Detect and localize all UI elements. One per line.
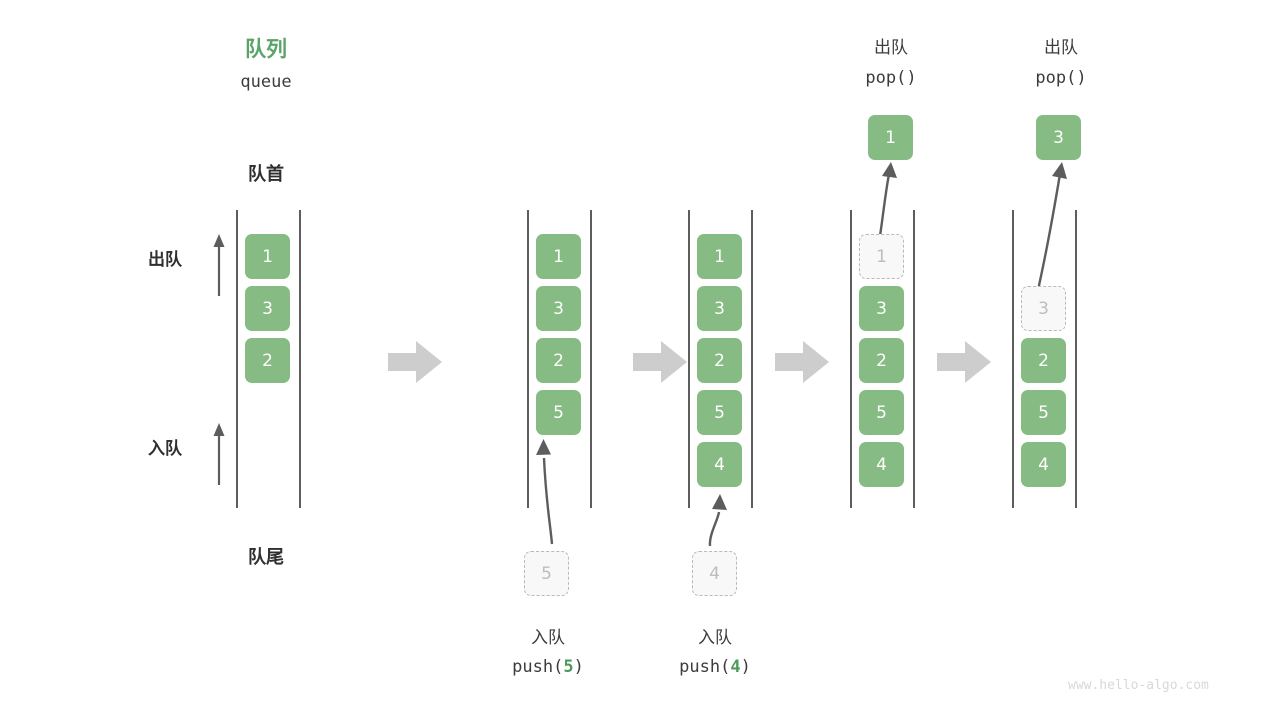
queue-element: 3 [245, 286, 290, 331]
push-ghost-element: 4 [692, 551, 737, 596]
dequeue-arrow-icon [213, 234, 225, 296]
enqueue-arrow-icon [213, 423, 225, 485]
popped-element: 1 [868, 115, 913, 160]
flow-arrow-icon [775, 341, 829, 383]
push-caption-prefix: push( [679, 657, 731, 677]
queue-element: 5 [697, 390, 742, 435]
flow-arrow-icon [633, 341, 687, 383]
pop-arrow-icon [878, 162, 897, 237]
watermark: www.hello-algo.com [1068, 678, 1209, 693]
queue-rear-label: 队尾 [248, 547, 284, 568]
push-caption-prefix: push( [512, 657, 564, 677]
push-caption-code: push(4) [645, 657, 785, 677]
push-caption-suffix: ) [740, 657, 751, 677]
pop-title-code: pop() [865, 68, 917, 88]
pop-title-cn: 出队 [874, 38, 908, 58]
queue-rail-right [1075, 210, 1077, 508]
pop-ghost-element: 1 [859, 234, 904, 279]
flow-arrow-icon [937, 341, 991, 383]
queue-element: 2 [859, 338, 904, 383]
queue-element: 1 [245, 234, 290, 279]
push-caption-cn: 入队 [698, 628, 732, 648]
pop-arrow-icon [1036, 162, 1067, 291]
push-caption-cn: 入队 [531, 628, 565, 648]
push-caption-suffix: ) [573, 657, 584, 677]
push-caption-code: push(5) [478, 657, 618, 677]
queue-rail-left [527, 210, 529, 508]
queue-rail-left [1012, 210, 1014, 508]
queue-element: 1 [697, 234, 742, 279]
queue-element: 5 [1021, 390, 1066, 435]
push-arrow-icon [708, 494, 727, 547]
push-caption-value: 5 [563, 657, 574, 677]
queue-rail-right [299, 210, 301, 508]
enqueue-label: 入队 [148, 439, 182, 459]
queue-title-cn: 队列 [245, 37, 287, 61]
flow-arrow-icon [388, 341, 442, 383]
queue-rail-right [913, 210, 915, 508]
push-arrow-icon [536, 439, 554, 545]
pop-ghost-element: 3 [1021, 286, 1066, 331]
queue-rail-right [590, 210, 592, 508]
queue-element: 2 [1021, 338, 1066, 383]
queue-rail-left [688, 210, 690, 508]
queue-rail-right [751, 210, 753, 508]
pop-title-cn: 出队 [1044, 38, 1078, 58]
queue-element: 1 [536, 234, 581, 279]
queue-front-label: 队首 [248, 164, 284, 185]
queue-element: 3 [536, 286, 581, 331]
queue-element: 2 [697, 338, 742, 383]
queue-element: 4 [1021, 442, 1066, 487]
queue-element: 5 [536, 390, 581, 435]
dequeue-label: 出队 [148, 250, 182, 270]
queue-element: 4 [859, 442, 904, 487]
queue-rail-left [236, 210, 238, 508]
queue-element: 3 [859, 286, 904, 331]
queue-title-en: queue [240, 72, 292, 92]
queue-element: 2 [245, 338, 290, 383]
push-ghost-element: 5 [524, 551, 569, 596]
queue-element: 2 [536, 338, 581, 383]
queue-element: 3 [697, 286, 742, 331]
queue-rail-left [850, 210, 852, 508]
push-caption-value: 4 [730, 657, 741, 677]
popped-element: 3 [1036, 115, 1081, 160]
queue-element: 5 [859, 390, 904, 435]
pop-title-code: pop() [1035, 68, 1087, 88]
queue-element: 4 [697, 442, 742, 487]
